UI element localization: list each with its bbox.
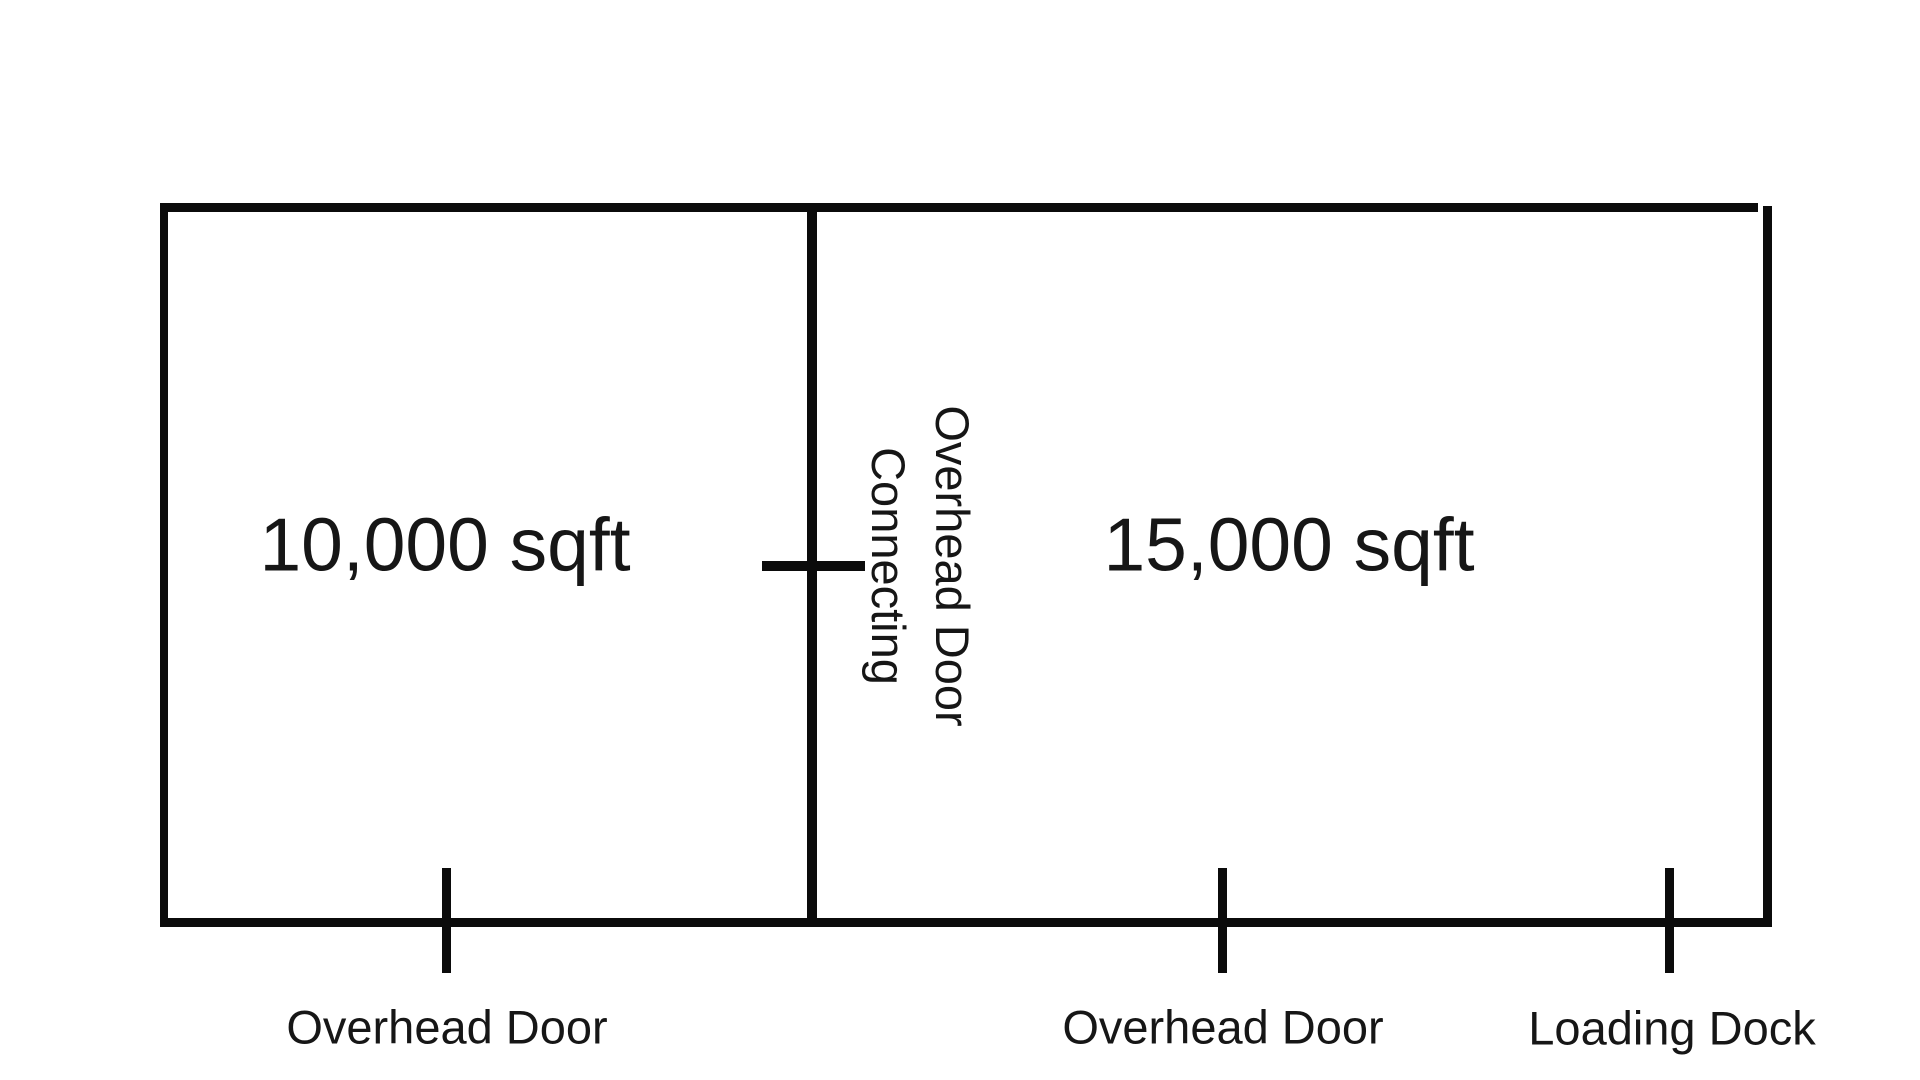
overhead-door-marker-right (1218, 868, 1227, 973)
outer-wall-bottom (160, 918, 1772, 927)
outer-wall-top (160, 203, 1758, 212)
connecting-door-label-line2: Connecting (862, 447, 915, 685)
connecting-door-label: Overhead Door Connecting (856, 405, 984, 726)
connecting-door-marker (762, 561, 865, 571)
overhead-door-label-left: Overhead Door (286, 1000, 608, 1054)
left-unit-area-label: 10,000 sqft (259, 502, 631, 587)
overhead-door-marker-left (442, 868, 451, 973)
loading-dock-marker (1665, 868, 1674, 973)
outer-wall-right (1763, 206, 1772, 927)
outer-wall-left (160, 203, 168, 927)
right-unit-area-label: 15,000 sqft (1103, 502, 1475, 587)
loading-dock-label: Loading Dock (1528, 1001, 1816, 1055)
connecting-door-label-line1: Overhead Door (925, 405, 979, 727)
overhead-door-label-right: Overhead Door (1062, 1000, 1384, 1054)
